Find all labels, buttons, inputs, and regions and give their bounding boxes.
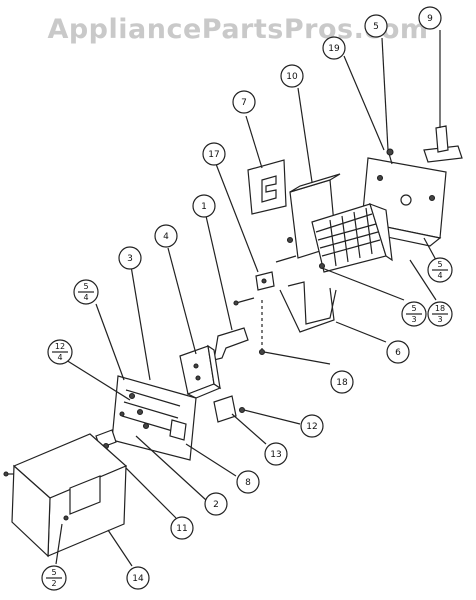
fraction-callout-5-2: 5 2 xyxy=(41,565,67,591)
svg-text:12: 12 xyxy=(55,342,65,351)
part-13-switch xyxy=(213,395,301,445)
part-1-arm xyxy=(205,215,249,361)
ice-mold-assembly xyxy=(286,203,393,273)
callout-13: 13 xyxy=(264,442,288,466)
part-18-screw xyxy=(258,300,331,365)
callout-8: 8 xyxy=(236,470,260,494)
svg-text:9: 9 xyxy=(427,14,433,24)
callout-9: 9 xyxy=(418,6,442,30)
svg-text:13: 13 xyxy=(270,450,281,460)
svg-text:4: 4 xyxy=(163,232,169,242)
svg-text:10: 10 xyxy=(286,72,298,82)
part-4-motor xyxy=(167,247,222,399)
svg-text:4: 4 xyxy=(57,353,62,362)
leader-lines-right xyxy=(321,237,437,301)
svg-text:19: 19 xyxy=(328,44,340,54)
part-9-bracket xyxy=(423,30,463,163)
callout-19: 19 xyxy=(322,36,346,60)
svg-text:5: 5 xyxy=(373,22,379,32)
svg-text:5: 5 xyxy=(83,282,88,291)
part-6-feeler-arm xyxy=(233,281,387,343)
part-3-control-plate xyxy=(65,259,197,461)
svg-text:6: 6 xyxy=(395,348,401,358)
callout-4: 4 xyxy=(154,224,178,248)
svg-text:11: 11 xyxy=(176,524,187,534)
fraction-callout-5-4-right: 5 4 xyxy=(427,257,453,283)
svg-text:5: 5 xyxy=(51,568,56,577)
callout-12: 12 xyxy=(300,414,324,438)
fraction-callout-18-3: 18 3 xyxy=(427,301,453,327)
callout-1: 1 xyxy=(192,194,216,218)
part-14-cover xyxy=(3,433,133,567)
svg-text:14: 14 xyxy=(132,574,144,584)
svg-text:1: 1 xyxy=(201,202,207,212)
svg-text:17: 17 xyxy=(208,150,219,160)
svg-text:18: 18 xyxy=(435,304,445,313)
callout-18: 18 xyxy=(330,370,354,394)
callout-3: 3 xyxy=(118,246,142,270)
callout-7: 7 xyxy=(232,90,256,114)
callout-17: 17 xyxy=(202,142,226,166)
svg-text:12: 12 xyxy=(306,422,317,432)
part-7-shield xyxy=(245,115,287,215)
svg-text:7: 7 xyxy=(241,98,247,108)
svg-text:3: 3 xyxy=(411,315,416,324)
callout-6: 6 xyxy=(386,340,410,364)
svg-text:3: 3 xyxy=(437,315,442,324)
fraction-callout-5-3: 5 3 xyxy=(401,301,427,327)
callout-14: 14 xyxy=(126,566,150,590)
callout-top-5: 5 xyxy=(364,14,388,38)
svg-text:18: 18 xyxy=(336,378,348,388)
callout-2: 2 xyxy=(204,492,228,516)
fraction-callout-12-4: 12 4 xyxy=(47,339,73,365)
svg-text:4: 4 xyxy=(83,293,88,302)
svg-text:5: 5 xyxy=(437,260,442,269)
part-17-lever xyxy=(215,163,335,333)
svg-text:5: 5 xyxy=(411,304,416,313)
fraction-callout-5-4-left: 5 4 xyxy=(73,279,99,305)
svg-text:2: 2 xyxy=(213,500,219,510)
callout-10: 10 xyxy=(280,64,304,88)
callout-11: 11 xyxy=(170,516,194,540)
svg-text:2: 2 xyxy=(51,579,56,588)
svg-text:4: 4 xyxy=(437,271,442,280)
svg-text:8: 8 xyxy=(245,478,251,488)
svg-text:3: 3 xyxy=(127,254,133,264)
